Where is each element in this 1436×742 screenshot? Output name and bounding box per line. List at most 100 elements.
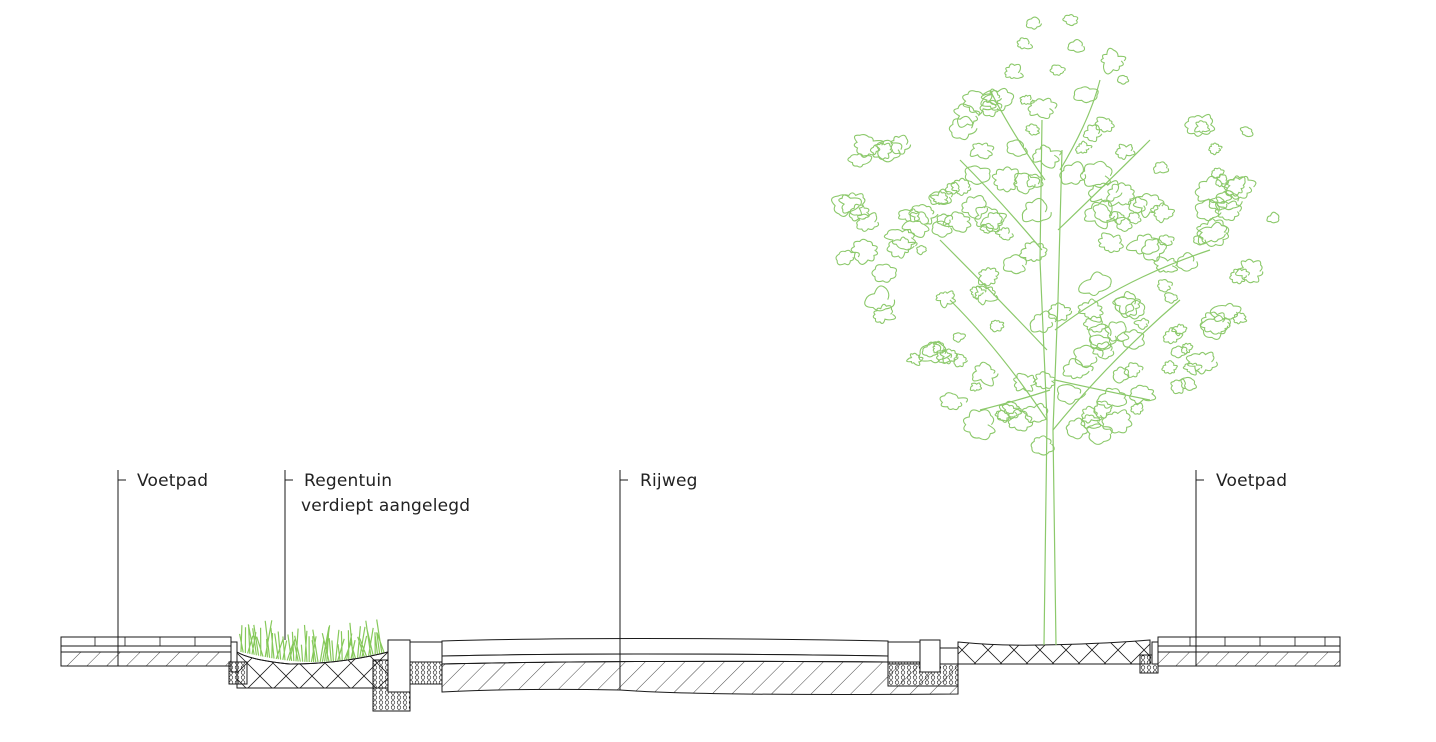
tree-leaf-cluster (962, 90, 997, 115)
tree-leaf-cluster (1092, 341, 1115, 360)
tree-leaf-cluster (1065, 417, 1088, 440)
tree-leaf-cluster (994, 227, 1014, 241)
tree-leaf-cluster (1007, 408, 1034, 432)
tree-leaf-cluster (1199, 311, 1231, 335)
tree-leaf-cluster (853, 133, 884, 158)
tree-leaf-cluster (1056, 384, 1087, 405)
tree-leaf-cluster (944, 181, 960, 195)
tree-leaf-cluster (1101, 409, 1133, 434)
tree-leaf-cluster (931, 220, 953, 238)
tree-leaf-cluster (979, 222, 994, 234)
tree-leaf-cluster (1115, 216, 1133, 232)
tree-leaf-cluster (1082, 124, 1103, 143)
tree-leaf-cluster (1089, 334, 1112, 351)
label-text: Voetpad (137, 471, 208, 491)
tree-leaf-cluster (1153, 256, 1179, 273)
tree-leaf-cluster (1067, 38, 1086, 53)
tree-leaf-cluster (848, 203, 870, 222)
tree-leaf-cluster (1086, 423, 1113, 445)
tree-leaf-cluster (1001, 400, 1023, 419)
tree-leaf-cluster (1029, 310, 1058, 334)
tree-leaf-cluster (1170, 345, 1188, 359)
tree-leaf-cluster (1002, 254, 1027, 275)
tree-leaf-cluster (1210, 167, 1225, 179)
tree-leaf-cluster (901, 211, 930, 238)
label-regentuin: Regentuin verdiept aangelegd (284, 470, 470, 640)
tree-leaf-cluster (1004, 63, 1024, 80)
tree-leaf-cluster (1083, 201, 1116, 230)
tree-leaf-cluster (871, 263, 897, 283)
tree-leaf-cluster (1109, 211, 1127, 225)
tree-leaf-cluster (1170, 378, 1186, 395)
tree-leaf-cluster (1162, 327, 1184, 345)
tree-leaf-cluster (1214, 200, 1242, 222)
tree-leaf-cluster (1196, 221, 1230, 244)
tree-leaf-cluster (1112, 290, 1141, 319)
tree-leaf-cluster (1097, 232, 1124, 254)
tree-leaf-cluster (953, 103, 981, 128)
tree-leaf-cluster (1026, 173, 1044, 188)
tree-leaf-cluster (1092, 199, 1119, 223)
tree-leaf-cluster (1152, 161, 1170, 174)
tree-leaf-cluster (838, 192, 866, 217)
tree-leaf-cluster (1059, 161, 1087, 185)
tree-leaf-cluster (1194, 120, 1211, 133)
tree-leaf-cluster (890, 134, 912, 155)
tree-leaf-cluster (1199, 314, 1231, 340)
tree-leaf-cluster (1116, 74, 1130, 85)
tree-leaf-cluster (936, 349, 953, 364)
label-rijweg: Rijweg (619, 470, 697, 690)
tree-leaf-cluster (1106, 182, 1135, 207)
label-voetpad-left: Voetpad (117, 470, 208, 666)
tree-leaf-cluster (1030, 435, 1055, 456)
tree-leaf-cluster (962, 409, 996, 441)
tree-leaf-cluster (1164, 292, 1179, 304)
tree-leaf-cluster (883, 229, 917, 251)
tree-leaf-cluster (1104, 321, 1130, 342)
tree-leaf-cluster (916, 245, 928, 256)
tree-leaf-cluster (1161, 360, 1178, 375)
tree-leaf-cluster (886, 236, 918, 259)
tree-leaf-cluster (1133, 317, 1150, 330)
tree-leaf-cluster (996, 403, 1022, 423)
tree-leaf-cluster (856, 212, 880, 232)
tree-leaf-cluster (972, 361, 999, 387)
tree-leaf-cluster (969, 382, 983, 392)
tree-leaf-cluster (1073, 344, 1104, 369)
tree-leaf-cluster (1157, 278, 1173, 293)
tree-leaf-cluster (953, 353, 969, 368)
tree-leaf-cluster (1047, 302, 1073, 322)
tree-leaf-cluster (1032, 144, 1062, 169)
tree-leaf-cluster (850, 238, 879, 265)
tree-leaf-cluster (930, 191, 949, 205)
tree-leaf-cluster (1184, 113, 1216, 137)
tree-leaf-cluster (1266, 211, 1280, 224)
tree-leaf-cluster (948, 115, 978, 141)
tree-leaf-cluster (1130, 402, 1144, 415)
tree-leaf-cluster (1125, 299, 1146, 320)
curb-right-road (887, 639, 959, 687)
tree-leaf-cluster (1208, 196, 1228, 211)
tree-leaf-cluster (1232, 312, 1248, 325)
tree-leaf-cluster (1049, 64, 1066, 76)
label-text-line1: Regentuin (304, 471, 392, 491)
tree-leaf-cluster (969, 285, 987, 300)
tree-leaf-cluster (932, 340, 947, 354)
tree-leaf-cluster (977, 267, 1000, 287)
tree-leaf-cluster (847, 153, 873, 168)
tree-leaf-cluster (1208, 142, 1223, 156)
tree-leaf-cluster (908, 204, 939, 225)
tree-leaf-cluster (1075, 140, 1093, 154)
tree-leaf-cluster (1027, 97, 1058, 120)
tree-leaf-cluster (1225, 175, 1246, 197)
tree-leaf-cluster (1171, 323, 1188, 337)
tree-leaf-cluster (835, 249, 860, 266)
tree-leaf-cluster (1123, 362, 1144, 379)
tree-leaf-cluster (1112, 366, 1130, 384)
tree-leaf-cluster (1088, 180, 1123, 203)
tree-leaf-cluster (939, 348, 959, 365)
tree-leaf-cluster (1239, 126, 1254, 138)
tree-leaf-cluster (918, 341, 952, 364)
rain-garden-bed (236, 651, 389, 689)
tree-leaf-cluster (1081, 405, 1103, 424)
